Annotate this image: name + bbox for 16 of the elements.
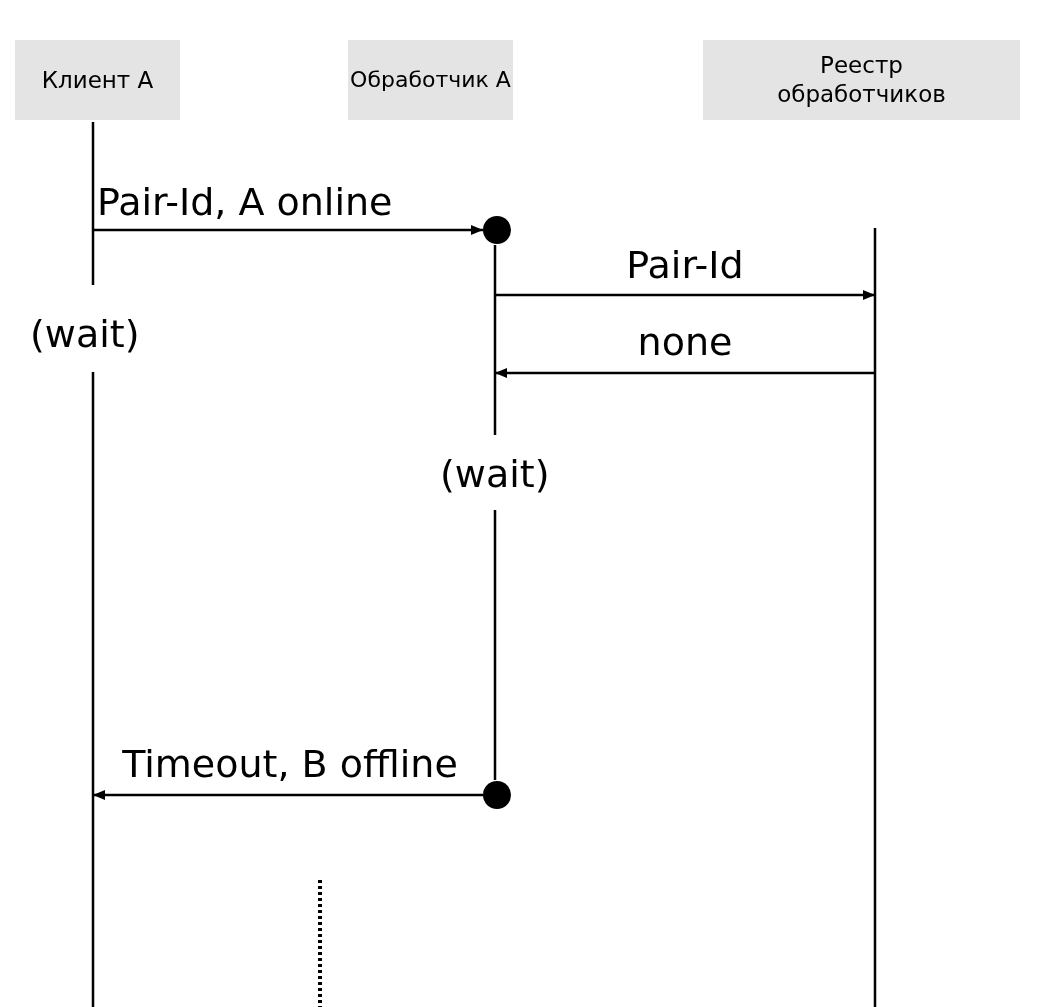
participant-box: Обработчик A xyxy=(348,40,513,120)
participant-box: Клиент A xyxy=(15,40,180,120)
message-label: none xyxy=(637,320,733,364)
message-label: Timeout, B offline xyxy=(122,742,458,786)
activation-dot xyxy=(483,216,511,244)
message-arrow xyxy=(93,225,483,235)
message-arrow xyxy=(495,368,875,378)
message-label: Pair-Id xyxy=(626,243,744,287)
wait-note: (wait) xyxy=(440,452,550,496)
participant-box: Реестр обработчиков xyxy=(703,40,1020,120)
activation-dot xyxy=(483,781,511,809)
message-arrow xyxy=(495,290,875,300)
message-arrow xyxy=(93,790,483,800)
lifeline xyxy=(873,228,877,1007)
message-label: Pair-Id, A online xyxy=(97,180,393,224)
wait-note: (wait) xyxy=(30,312,140,356)
